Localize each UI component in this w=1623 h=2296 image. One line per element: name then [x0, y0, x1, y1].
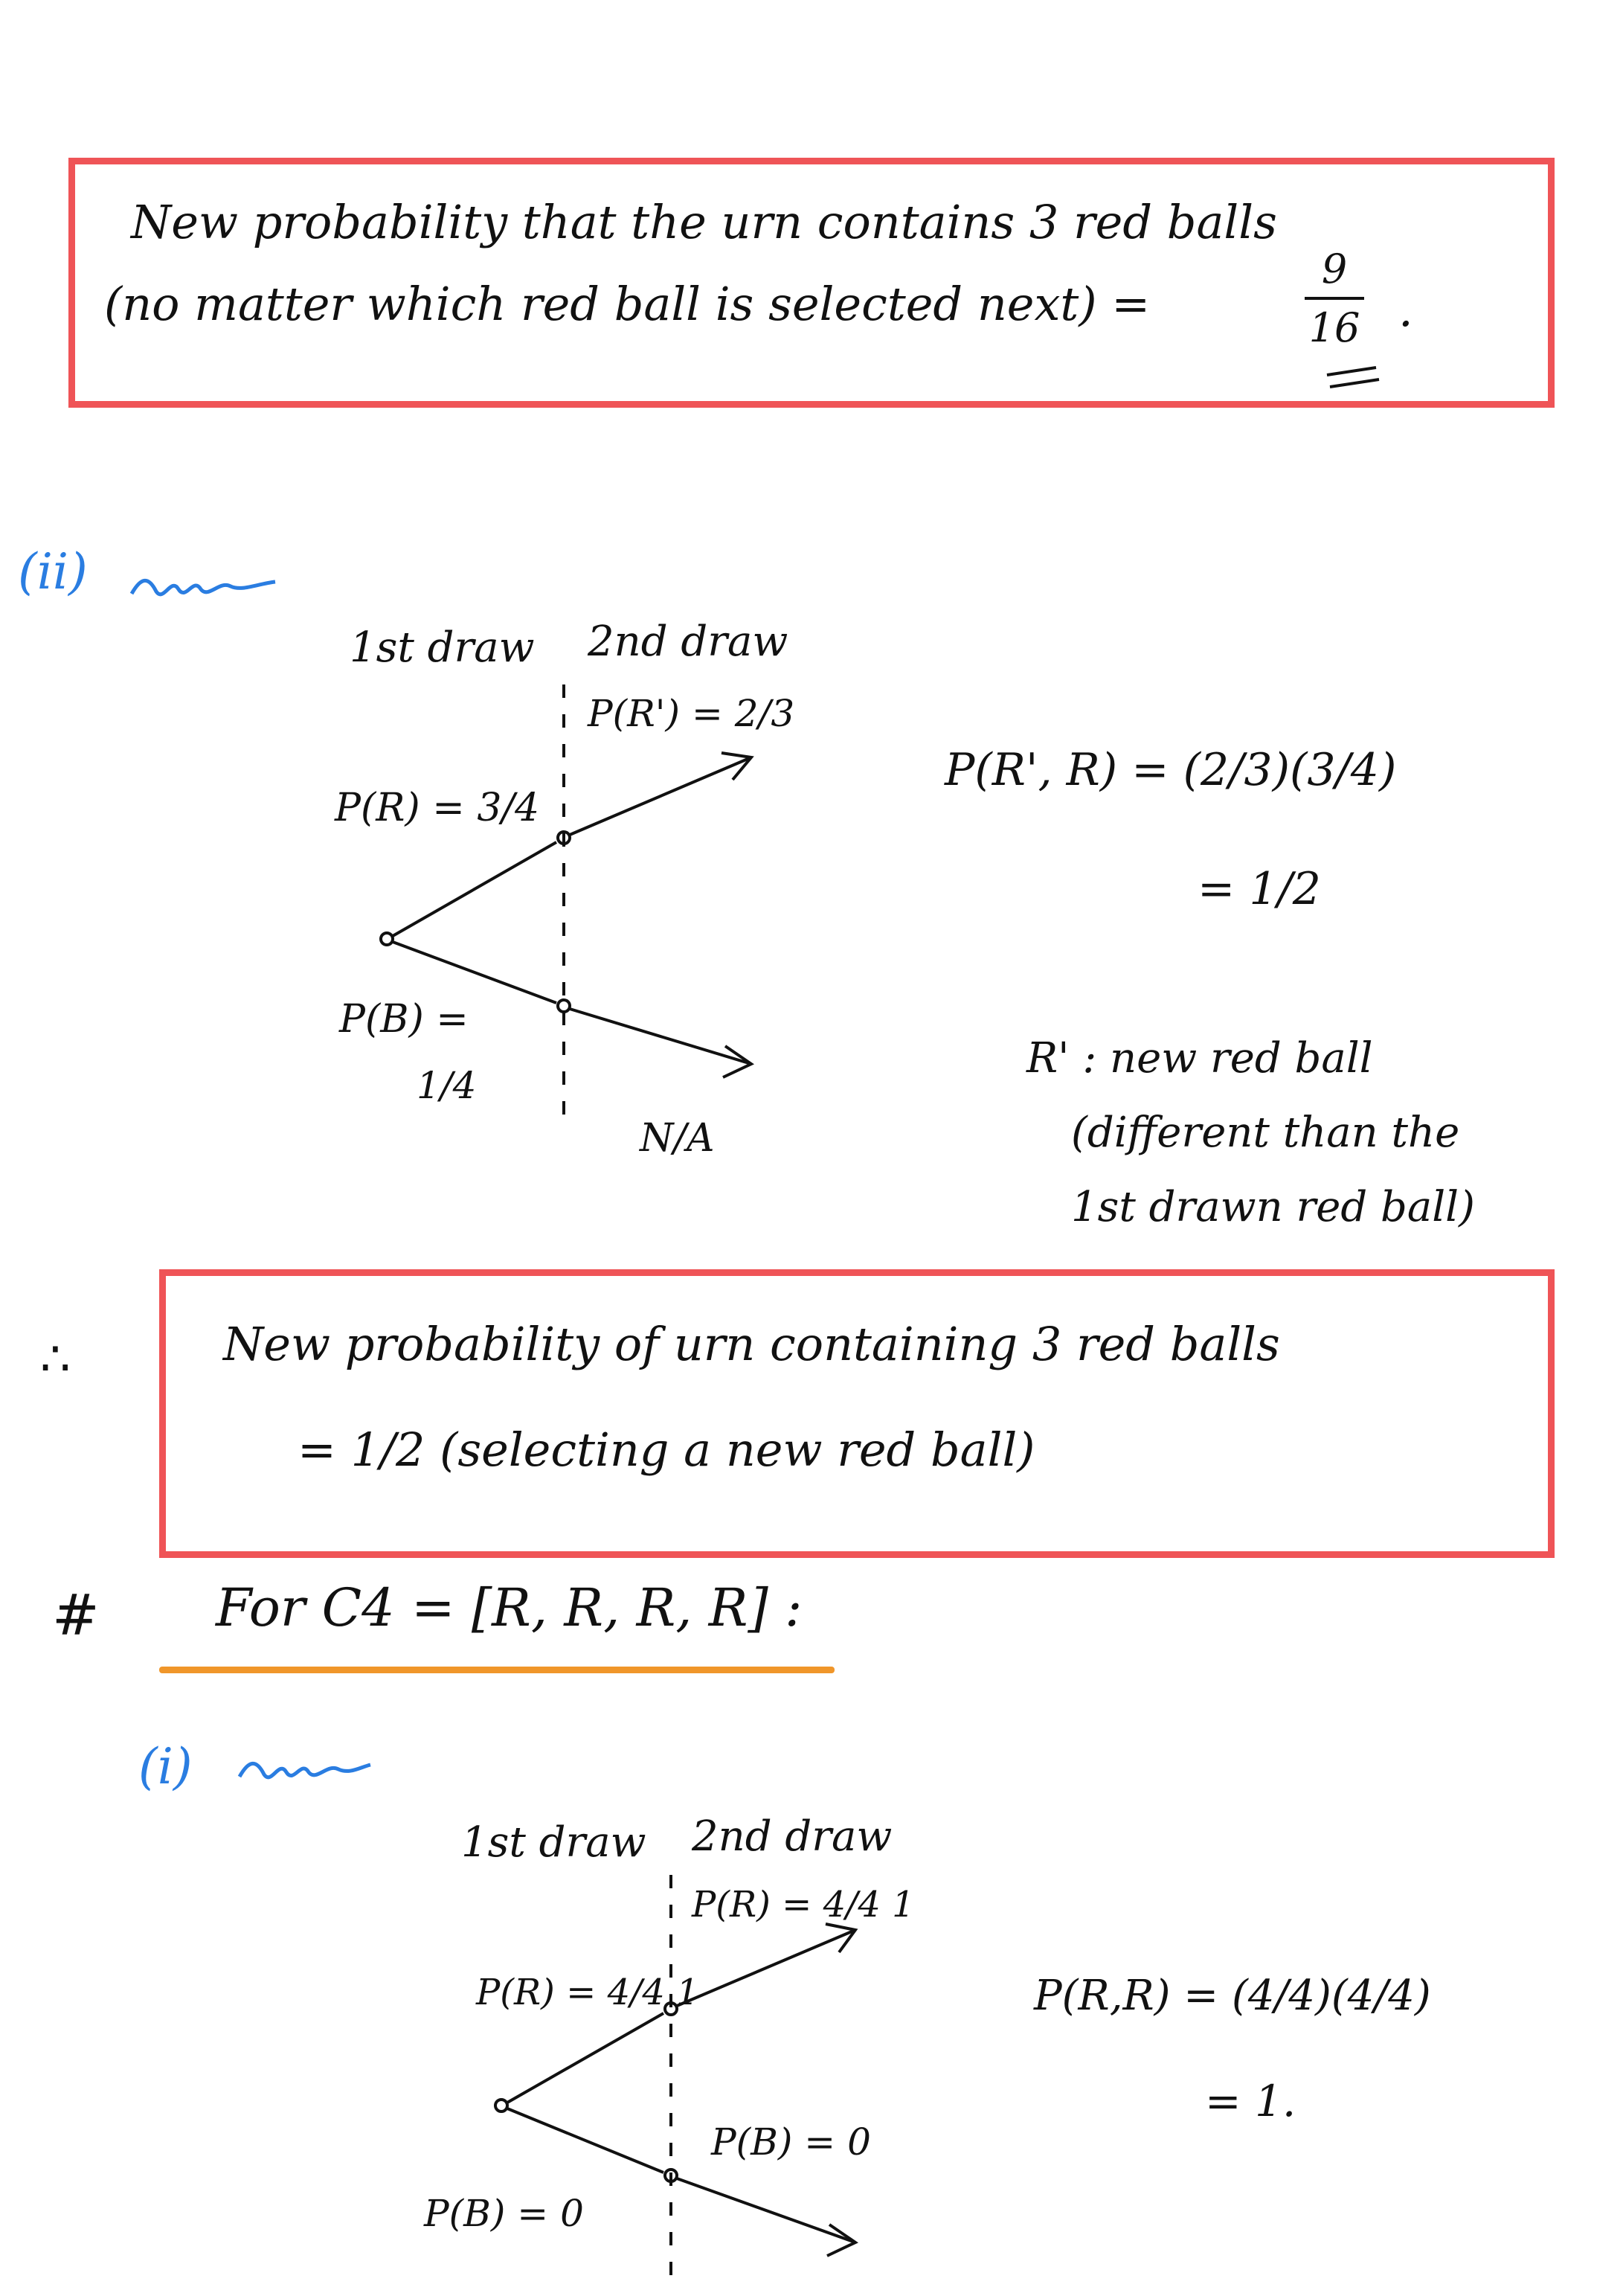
i-p-r-second: P(R) = 4/4 1 [692, 1884, 915, 1925]
part-ii-heading: (ii) [18, 543, 88, 600]
i-p-b-second: P(B) = 0 [711, 2120, 871, 2164]
box1-line1: New probability that the urn contains 3 … [131, 195, 1277, 249]
ii-note-line3: 1st drawn red ball) [1071, 1183, 1475, 1231]
section-hash: # [52, 1582, 100, 1648]
ii-note-line1: R' : new red ball [1026, 1034, 1373, 1083]
box2-line1: New probability of urn containing 3 red … [223, 1317, 1280, 1371]
ii-p-r: P(R) = 3/4 [335, 786, 540, 830]
therefore-symbol: ∴ [40, 1332, 71, 1387]
i-p-r-first: P(R) = 4/4 1 [476, 1972, 699, 2013]
i-draw2-label: 2nd draw [692, 1812, 893, 1861]
box1-tail: . [1398, 283, 1413, 337]
ii-p-b: P(B) = [339, 997, 469, 1042]
ii-draw2-label: 2nd draw [588, 618, 788, 666]
box1-result-fraction: 9 16 [1305, 246, 1364, 351]
result-box-2 [159, 1269, 1555, 1558]
ii-note-line2: (different than the [1071, 1109, 1460, 1157]
fraction-bar [1305, 297, 1364, 300]
section-c4-underline [159, 1667, 835, 1673]
ii-calc-line2: = 1/2 [1198, 863, 1321, 915]
i-p-b-first: P(B) = 0 [424, 2192, 584, 2235]
section-c4-title: For C4 = [R, R, R, R] : [216, 1577, 803, 1638]
i-calc-line2: = 1. [1205, 2076, 1296, 2126]
tree-diagram-i [494, 1875, 859, 2292]
squiggle-ii [129, 578, 276, 597]
i-draw1-label: 1st draw [461, 1818, 646, 1867]
squiggle-i [237, 1761, 371, 1780]
box1-result-den: 16 [1308, 304, 1360, 351]
result-box-1 [68, 158, 1555, 408]
ii-na-label: N/A [640, 1116, 715, 1161]
ii-p-b-fraction: 1/4 [417, 1064, 477, 1107]
ii-calc-line1: P(R', R) = (2/3)(3/4) [945, 744, 1397, 796]
ii-p-r-prime: P(R') = 2/3 [588, 692, 795, 735]
box2-line2: = 1/2 (selecting a new red ball) [298, 1423, 1035, 1477]
box1-line2: (no matter which red ball is selected ne… [104, 277, 1151, 331]
double-underline-mark [1326, 366, 1380, 388]
ii-draw1-label: 1st draw [350, 623, 535, 672]
i-calc-line1: P(R,R) = (4/4)(4/4) [1034, 1972, 1431, 2020]
tree-diagram-ii [379, 684, 755, 1116]
part-i-heading: (i) [138, 1738, 193, 1795]
box1-result-num: 9 [1321, 246, 1348, 292]
